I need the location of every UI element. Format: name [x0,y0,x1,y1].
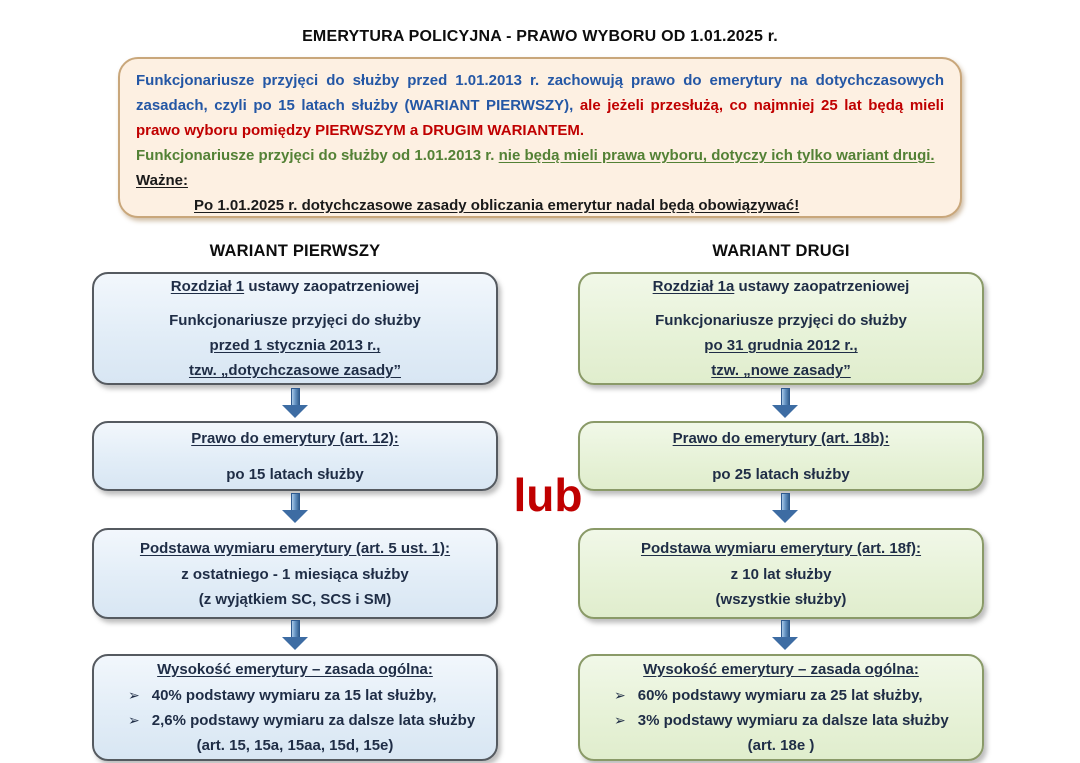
down-arrow-icon [772,620,798,651]
arrowhead-bullet-icon: ➢ [614,712,626,728]
page-title: EMERYTURA POLICYJNA - PRAWO WYBORU OD 1.… [302,28,778,45]
text-line: Wysokość emerytury – zasada ogólna: [643,659,919,680]
text-segment: Prawo do emerytury (art. 12): [191,429,399,447]
text-line: po 25 latach służby [712,464,850,485]
text-line: (wszystkie służby) [716,589,847,610]
summary-note-box: Funkcjonariusze przyjęci do służby przed… [118,57,962,218]
text-segment: po 15 latach służby [226,465,364,483]
arrow-head [282,510,308,523]
text-line: z ostatniego - 1 miesiąca służby [181,564,409,585]
variant-2-box-3: Podstawa wymiaru emerytury (art. 18f): z … [578,528,984,619]
text-segment: Ważne: [136,172,188,189]
down-arrow-icon [282,620,308,651]
text-line: Funkcjonariusze przyjęci do służby [169,310,421,331]
text-segment: ustawy zaopatrzeniowej [734,278,910,295]
note-paragraph-2: Funkcjonariusze przyjęci do służby od 1.… [136,143,944,168]
text-segment: ale jeżeli przesłużą, co najmniej 25 lat… [136,97,944,139]
variant-2-header: WARIANT DRUGI [712,242,850,260]
text-segment: z ostatniego - 1 miesiąca służby [181,565,409,583]
arrow-stem [780,388,790,405]
bullet-line: ➢ 2,6% podstawy wymiaru za dalsze lata sł… [102,710,488,731]
text-segment: (art. 18e ) [747,737,815,754]
arrow-stem [780,620,790,637]
arrow-head [772,405,798,418]
text-segment: Funkcjonariusze przyjęci do służby [655,312,907,329]
variant-2-box-2: Prawo do emerytury (art. 18b): po 25 lata… [578,421,984,491]
text-line: Funkcjonariusze przyjęci do służby [655,310,907,331]
text-line: po 31 grudnia 2012 r., [704,335,857,356]
text-segment: (art. 15, 15a, 15aa, 15d, 15e) [196,737,394,754]
arrow-head [282,637,308,650]
text-segment: 60% podstawy wymiaru za 25 lat służby, [637,687,923,704]
text-segment: Rozdział 1a [652,278,735,295]
text-segment: Podstawa wymiaru emerytury (art. 18f): [640,539,922,557]
bullet-line: ➢ 40% podstawy wymiaru za 15 lat służby, [102,685,488,706]
variant-1-box-3: Podstawa wymiaru emerytury (art. 5 ust. … [92,528,498,619]
text-line: Wysokość emerytury – zasada ogólna: [157,659,433,680]
text-line: przed 1 stycznia 2013 r., [210,335,381,356]
arrow-head [282,405,308,418]
text-line: Prawo do emerytury (art. 18b): [673,428,890,449]
text-segment: Funkcjonariusze przyjęci do służby przed… [136,72,944,114]
text-line: (art. 15, 15a, 15aa, 15d, 15e) [197,735,394,756]
bullet-line: ➢ 3% podstawy wymiaru za dalsze lata służ… [588,710,974,731]
arrowhead-bullet-icon: ➢ [614,687,626,703]
variant-1-header: WARIANT PIERWSZY [209,242,381,260]
text-line: Podstawa wymiaru emerytury (art. 5 ust. … [140,538,450,559]
note-paragraph-4: Po 1.01.2025 r. dotychczasowe zasady obl… [194,193,944,218]
text-segment: Funkcjonariusze przyjęci do służby od 1.… [136,147,499,164]
arrow-stem [290,493,300,510]
variant-1-box-2: Prawo do emerytury (art. 12): po 15 latac… [92,421,498,491]
text-segment: przed 1 stycznia 2013 r., [209,337,381,354]
arrow-head [772,510,798,523]
text-segment: 3% podstawy wymiaru za dalsze lata służb… [637,712,949,729]
text-line: (art. 18e ) [748,735,815,756]
text-segment: Wysokość emerytury – zasada ogólna: [157,661,433,678]
arrow-stem [290,620,300,637]
text-segment: 2,6% podstawy wymiaru za dalsze lata słu… [151,712,476,729]
arrowhead-bullet-icon: ➢ [128,687,140,703]
arrowhead-bullet-icon: ➢ [128,712,140,728]
variant-2-box-4: Wysokość emerytury – zasada ogólna: ➢ 60% … [578,654,984,761]
down-arrow-icon [772,493,798,524]
text-segment: Po 1.01.2025 r. dotychczasowe zasady obl… [194,197,800,214]
down-arrow-icon [282,493,308,524]
text-segment: (z wyjątkiem SC, SCS i SM) [198,590,392,608]
arrow-stem [780,493,790,510]
text-line: tzw. „dotychczasowe zasady” [189,360,401,381]
note-paragraph-1: Funkcjonariusze przyjęci do służby przed… [136,68,944,143]
text-segment: (wszystkie służby) [715,590,847,608]
text-segment: 40% podstawy wymiaru za 15 lat służby, [151,687,437,704]
text-line: z 10 lat służby [731,564,832,585]
note-paragraph-3: Ważne: [136,168,944,193]
text-segment: tzw. „nowe zasady” [711,362,851,379]
variant-1-box-4: Wysokość emerytury – zasada ogólna: ➢ 40% … [92,654,498,761]
arrow-stem [290,388,300,405]
text-segment: Podstawa wymiaru emerytury (art. 5 ust. … [139,539,451,557]
text-line: po 15 latach służby [226,464,364,485]
down-arrow-icon [282,388,308,419]
text-line: Podstawa wymiaru emerytury (art. 18f): [641,538,921,559]
text-segment: po 31 grudnia 2012 r., [704,337,858,354]
text-segment: Prawo do emerytury (art. 18b): [672,429,890,447]
text-segment: po 25 latach służby [712,465,850,483]
text-line: Rozdział 1 ustawy zaopatrzeniowej [171,276,419,297]
down-arrow-icon [772,388,798,419]
or-label: lub [513,469,583,521]
text-segment: ustawy zaopatrzeniowej [244,278,420,295]
text-segment: Rozdział 1 [170,278,245,295]
text-segment: Funkcjonariusze przyjęci do służby [169,312,421,329]
arrow-head [772,637,798,650]
text-segment: nie będą mieli prawa wyboru, dotyczy ich… [498,147,935,164]
text-segment: tzw. „dotychczasowe zasady” [188,362,401,379]
text-segment: Wysokość emerytury – zasada ogólna: [643,661,919,678]
text-line: Prawo do emerytury (art. 12): [191,428,399,449]
bullet-line: ➢ 60% podstawy wymiaru za 25 lat służby, [588,685,974,706]
text-line: tzw. „nowe zasady” [711,360,850,381]
text-segment: z 10 lat służby [730,565,832,583]
text-line: (z wyjątkiem SC, SCS i SM) [199,589,392,610]
text-line: Rozdział 1a ustawy zaopatrzeniowej [653,276,910,297]
